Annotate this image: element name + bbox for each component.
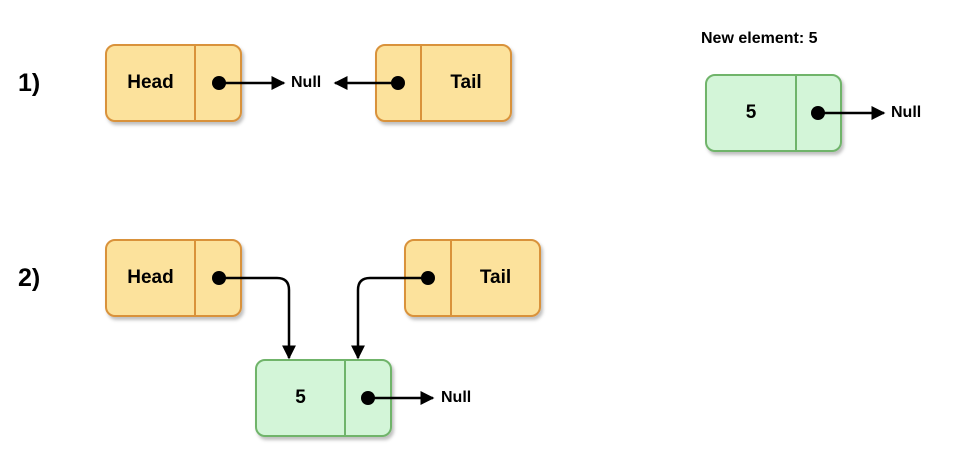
step1-head-label: Head [127, 72, 174, 93]
step1-head-pointer-dot [212, 76, 226, 90]
step2-label: 2) [18, 264, 41, 292]
step1-tail-pointer-dot [391, 76, 405, 90]
step2-new-node-value: 5 [295, 387, 306, 408]
new-element-null-label: Null [891, 104, 922, 121]
step2-head-pointer-dot [212, 271, 226, 285]
step1-label: 1) [18, 69, 41, 97]
new-element-pointer-dot [811, 106, 825, 120]
step2-null-label: Null [441, 389, 472, 406]
step2-tail-label: Tail [479, 267, 512, 288]
step1-tail-label: Tail [450, 72, 482, 93]
step1-null-label: Null [291, 74, 322, 91]
new-element-title: New element: 5 [701, 30, 818, 47]
step2-head-pointer-arrow [219, 276, 296, 360]
step2-tail-pointer-dot [421, 271, 435, 285]
step2-new-node-pointer-dot [361, 391, 375, 405]
step2-tail-pointer-arrow [351, 276, 428, 360]
step2-head-label: Head [127, 267, 174, 288]
new-element-value: 5 [745, 102, 757, 123]
